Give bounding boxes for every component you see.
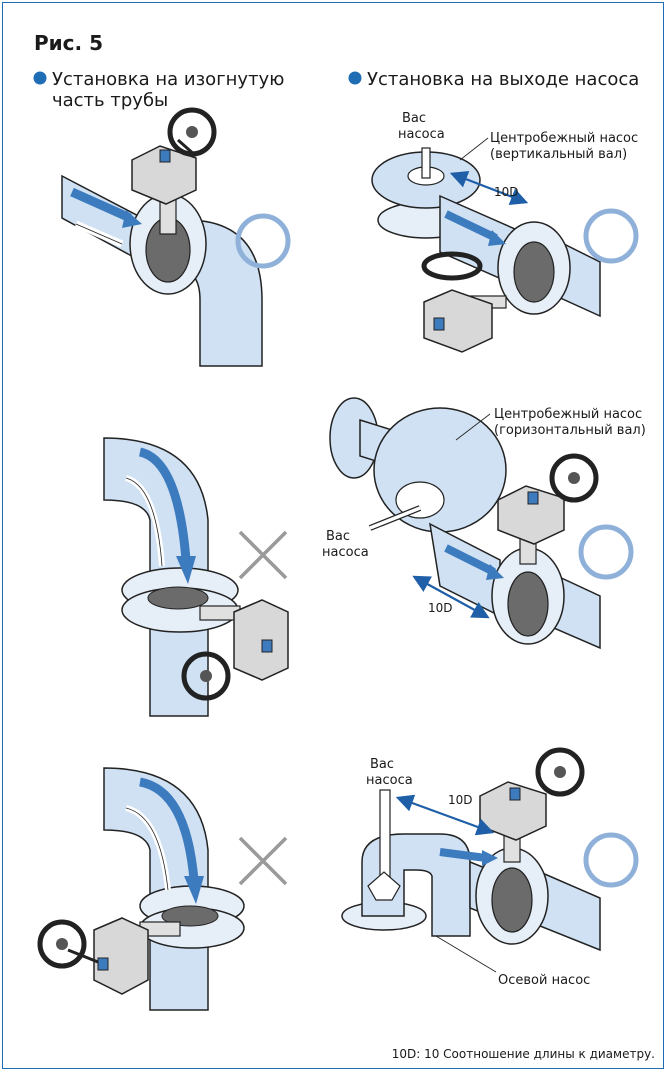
br-dimension: 10D bbox=[448, 793, 473, 807]
handwheel bbox=[549, 453, 599, 503]
panel-elbow-above-ng bbox=[103, 437, 289, 717]
ng-cross bbox=[238, 530, 288, 580]
actuator-indicator bbox=[97, 957, 109, 971]
mr-pump-label-1: Центробежный насос bbox=[494, 407, 642, 422]
mr-shaft-label-2: насоса bbox=[322, 545, 369, 560]
handwheel bbox=[421, 251, 483, 281]
valve-disc bbox=[513, 241, 555, 303]
flow-arrow bbox=[444, 544, 496, 576]
ok-circle bbox=[583, 208, 639, 264]
pump-leader bbox=[455, 413, 491, 441]
tr-dimension: 10D bbox=[494, 185, 519, 199]
tr-shaft-label-1: Вас bbox=[402, 111, 426, 126]
figure-title: Рис. 5 bbox=[34, 31, 103, 55]
pump-leader bbox=[435, 935, 497, 973]
br-pump-label: Осевой насос bbox=[498, 973, 590, 988]
footnote: 10D: 10 Соотношение длины к диаметру. bbox=[392, 1047, 655, 1061]
actuator-box bbox=[93, 917, 149, 995]
dimension-arrow-10d bbox=[412, 575, 490, 619]
mr-pump-label-2: (горизонтальный вал) bbox=[494, 423, 646, 438]
ok-circle bbox=[583, 832, 639, 888]
valve-disc bbox=[161, 905, 219, 927]
actuator-box bbox=[423, 289, 493, 353]
panel-vertical-shaft-pump bbox=[371, 137, 639, 353]
left-heading-line2: часть трубы bbox=[52, 90, 168, 111]
panel-elbow-above-ng-2 bbox=[37, 767, 288, 1011]
flow-arrow-main bbox=[138, 777, 199, 881]
impeller bbox=[367, 871, 401, 901]
handwheel bbox=[37, 919, 87, 969]
mr-dimension: 10D bbox=[428, 601, 453, 615]
flow-arrow-1 bbox=[70, 187, 132, 223]
handwheel bbox=[535, 747, 585, 797]
actuator-indicator bbox=[261, 639, 273, 653]
actuator-indicator bbox=[159, 149, 171, 163]
flow-arrow bbox=[439, 848, 487, 862]
actuator-indicator bbox=[509, 787, 521, 801]
panel-horizontal-shaft-pump bbox=[329, 397, 634, 650]
ok-circle bbox=[235, 213, 291, 269]
flow-arrow-main bbox=[138, 447, 191, 561]
ok-circle bbox=[578, 524, 634, 580]
valve-disc bbox=[491, 867, 533, 933]
flow-arrow-1-head bbox=[122, 210, 142, 228]
pump-volute bbox=[373, 407, 507, 533]
br-shaft-label-2: насоса bbox=[366, 773, 413, 788]
pump-shaft bbox=[379, 789, 391, 887]
dimension-arrow-10d bbox=[395, 794, 495, 836]
actuator-box bbox=[131, 145, 197, 205]
panel-axial-pump bbox=[341, 747, 639, 973]
flow-arrow bbox=[444, 210, 498, 242]
left-heading-line1: Установка на изогнутую bbox=[52, 69, 284, 90]
bullet-left bbox=[33, 71, 47, 85]
dimension-arrow-10d bbox=[449, 170, 529, 206]
handwheel bbox=[181, 651, 231, 701]
valve-disc bbox=[507, 571, 549, 637]
valve-disc bbox=[147, 586, 209, 610]
br-shaft-label-1: Вас bbox=[370, 757, 394, 772]
pump-shaft bbox=[421, 147, 431, 179]
mr-shaft-label-1: Вас bbox=[326, 529, 350, 544]
actuator-indicator bbox=[527, 491, 539, 505]
tr-shaft-label-2: насоса bbox=[398, 127, 445, 142]
outlet-pipe bbox=[539, 870, 601, 952]
right-heading: Установка на выходе насоса bbox=[367, 69, 639, 90]
actuator-indicator bbox=[433, 317, 445, 331]
tr-pump-label-2: (вертикальный вал) bbox=[490, 147, 627, 162]
panel-bent-pipe-ok bbox=[61, 107, 291, 367]
actuator-box bbox=[497, 485, 565, 545]
pump-leader bbox=[459, 137, 489, 161]
tr-pump-label-1: Центробежный насос bbox=[490, 131, 638, 146]
bullet-right bbox=[348, 71, 362, 85]
actuator-box bbox=[233, 599, 289, 681]
ng-cross bbox=[238, 836, 288, 886]
